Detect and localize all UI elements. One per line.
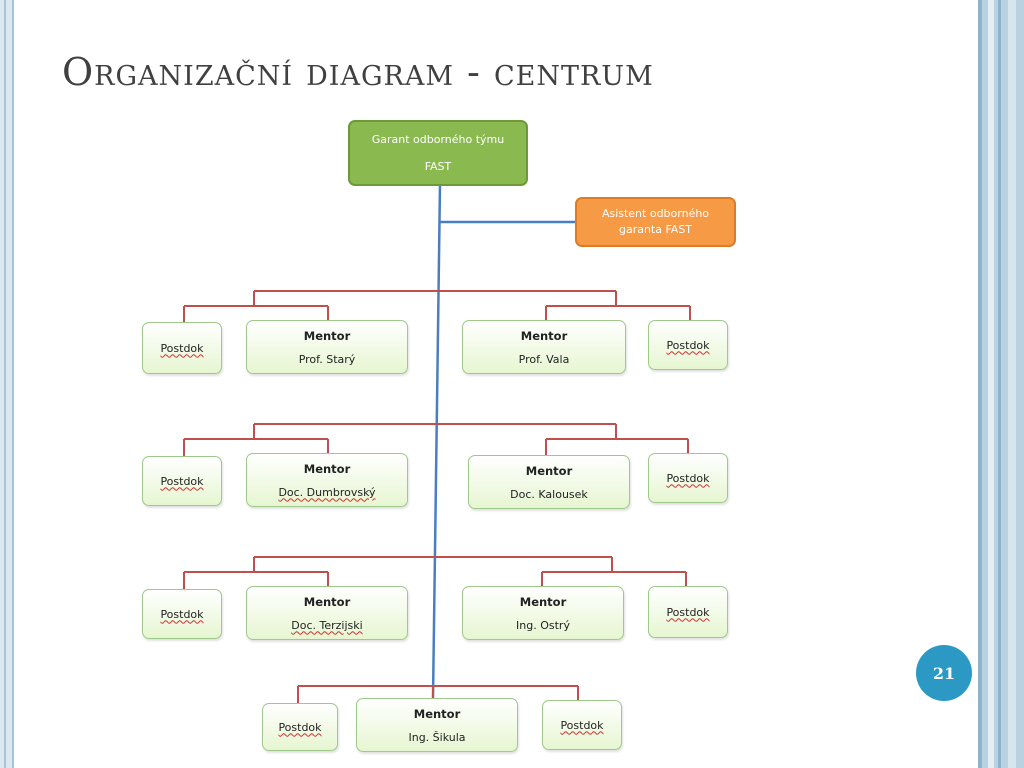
slide-frame-right [978, 0, 1024, 768]
mentor-name: Prof. Vala [518, 352, 570, 366]
mentor-name: Prof. Starý [298, 352, 356, 366]
mentor-box: Mentor Ing. Šikula [356, 698, 518, 752]
mentor-role: Mentor [525, 463, 573, 478]
mentor-box: Mentor Doc. Terzijski [246, 586, 408, 640]
mentor-role: Mentor [303, 594, 351, 609]
garant-label: Garant odborného týmu [371, 133, 505, 146]
postdoc-box: Postdok [648, 453, 728, 503]
mentor-name: Doc. Kalousek [510, 487, 588, 501]
mentor-role: Mentor [413, 706, 461, 721]
row2-connectors [183, 423, 689, 456]
mentor-role: Mentor [303, 328, 351, 343]
postdoc-label: Postdok [278, 720, 322, 734]
postdoc-label: Postdok [560, 718, 604, 732]
mentor-name: Ing. Ostrý [516, 618, 570, 632]
trunk-line [431, 183, 442, 699]
row4-connectors [297, 685, 579, 703]
mentor-box: Mentor Ing. Ostrý [462, 586, 624, 640]
slide-title: Organizační diagram - centrum [62, 50, 654, 94]
postdoc-label: Postdok [160, 341, 204, 355]
postdoc-box: Postdok [648, 320, 728, 370]
postdoc-box: Postdok [542, 700, 622, 750]
slide-frame-left [0, 0, 14, 768]
mentor-role: Mentor [520, 328, 568, 343]
postdoc-label: Postdok [666, 471, 710, 485]
row3-connectors [183, 556, 687, 589]
mentor-role: Mentor [303, 461, 351, 476]
page-number-badge: 21 [916, 645, 972, 701]
mentor-box: Mentor Doc. Dumbrovský [246, 453, 408, 507]
postdoc-box: Postdok [142, 322, 222, 374]
postdoc-box: Postdok [142, 456, 222, 506]
mentor-name: Ing. Šikula [408, 730, 466, 744]
postdoc-box: Postdok [142, 589, 222, 639]
postdoc-label: Postdok [666, 605, 710, 619]
mentor-name: Doc. Terzijski [291, 618, 363, 632]
mentor-role: Mentor [519, 594, 567, 609]
assistant-box: Asistent odborného garanta FAST [575, 197, 736, 247]
mentor-box: Mentor Prof. Starý [246, 320, 408, 374]
garant-org: FAST [424, 160, 452, 173]
mentor-box: Mentor Doc. Kalousek [468, 455, 630, 509]
mentor-box: Mentor Prof. Vala [462, 320, 626, 374]
row1-connectors [183, 290, 691, 322]
garant-box: Garant odborného týmu FAST [348, 120, 528, 186]
postdoc-label: Postdok [160, 474, 204, 488]
postdoc-label: Postdok [160, 607, 204, 621]
mentor-name: Doc. Dumbrovský [278, 485, 376, 499]
postdoc-label: Postdok [666, 338, 710, 352]
postdoc-box: Postdok [648, 586, 728, 638]
assistant-label-line2: garanta FAST [618, 223, 693, 236]
postdoc-box: Postdok [262, 703, 338, 751]
assistant-label-line1: Asistent odborného [601, 207, 710, 220]
